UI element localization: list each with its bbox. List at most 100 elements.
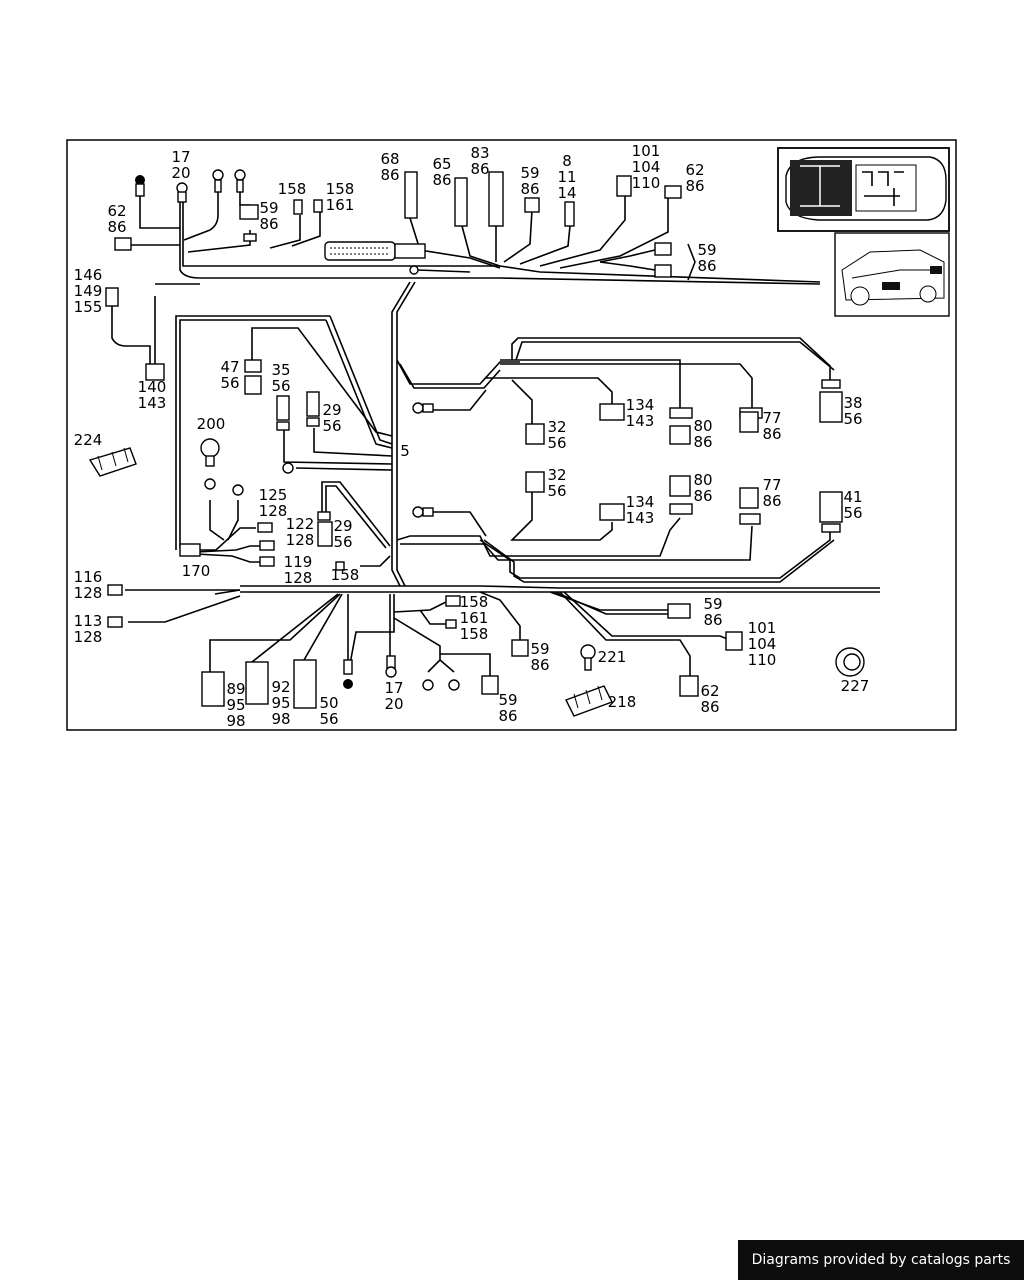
part-number: 218	[608, 693, 637, 711]
part-number: 128	[284, 569, 313, 587]
grommet-icon	[835, 647, 865, 677]
part-number: 86	[432, 171, 451, 189]
components	[88, 169, 865, 717]
footer-text: Diagrams provided by catalogs parts	[751, 1252, 1011, 1268]
part-number: 86	[700, 698, 719, 716]
part-number: 68	[380, 150, 399, 168]
part-number: 86	[259, 215, 278, 233]
part-number: 14	[557, 184, 576, 202]
ring-terminal-icon	[448, 679, 460, 691]
connector-icon	[335, 561, 345, 571]
part-number: 77	[762, 409, 781, 427]
ring-terminal-icon	[232, 484, 244, 496]
part-number: 158	[331, 566, 360, 584]
screw-icon	[580, 644, 596, 671]
part-number: 146	[74, 266, 103, 284]
connector-icon	[669, 407, 693, 419]
part-number: 59	[697, 241, 716, 259]
part-number: 134	[626, 396, 655, 414]
connector-icon	[821, 379, 841, 389]
connector-icon	[276, 421, 290, 431]
connector-icon	[821, 523, 841, 533]
connector-icon	[819, 391, 843, 423]
connector-icon	[511, 639, 529, 657]
part-number: 77	[762, 476, 781, 494]
connector-icon	[599, 503, 625, 521]
part-number: 29	[322, 401, 341, 419]
part-number: 113	[74, 612, 103, 630]
connector-icon	[293, 199, 303, 215]
ring-terminal-icon	[412, 506, 424, 518]
connector-icon	[179, 543, 201, 557]
connector-icon	[306, 391, 320, 417]
part-label-p224: 224	[74, 431, 103, 449]
part-number: 86	[762, 425, 781, 443]
connector-icon	[664, 185, 682, 199]
part-number: 122	[286, 515, 315, 533]
connector-icon	[317, 511, 331, 521]
part-number: 86	[762, 492, 781, 510]
part-number: 56	[547, 482, 566, 500]
part-number: 50	[319, 694, 338, 712]
part-number: 56	[319, 710, 338, 728]
ring-terminal-icon	[409, 265, 419, 275]
part-number: 86	[693, 433, 712, 451]
part-number: 92	[271, 678, 290, 696]
part-number: 35	[271, 361, 290, 379]
part-number: 119	[284, 553, 313, 571]
part-number: 86	[380, 166, 399, 184]
connector-icon	[564, 201, 575, 227]
connector-icon	[293, 659, 317, 709]
part-label-p218: 218	[608, 693, 637, 711]
part-number: 89	[226, 680, 245, 698]
part-number: 17	[384, 679, 403, 697]
part-label-p158-b: 158	[331, 566, 360, 584]
part-number: 65	[432, 155, 451, 173]
part-number: 143	[626, 509, 655, 527]
part-number: 140	[138, 378, 167, 396]
part-number: 143	[626, 412, 655, 430]
part-number: 86	[498, 707, 517, 725]
part-number: 62	[685, 161, 704, 179]
ground-terminal-icon	[385, 655, 397, 678]
part-number: 98	[271, 710, 290, 728]
part-number: 56	[322, 417, 341, 435]
part-number: 101	[632, 142, 661, 160]
part-number: 29	[333, 517, 352, 535]
part-number: 161	[326, 196, 355, 214]
connector-icon	[525, 471, 545, 493]
part-number: 8	[562, 152, 572, 170]
part-number: 17	[171, 148, 190, 166]
part-number: 158	[326, 180, 355, 198]
ground-terminal-icon	[343, 659, 353, 689]
part-number: 158	[460, 593, 489, 611]
part-number: 143	[138, 394, 167, 412]
ring-terminal-icon	[204, 478, 216, 490]
part-label-p221: 221	[598, 648, 627, 666]
connector-icon	[276, 395, 290, 421]
part-label-p200: 200	[197, 415, 226, 433]
